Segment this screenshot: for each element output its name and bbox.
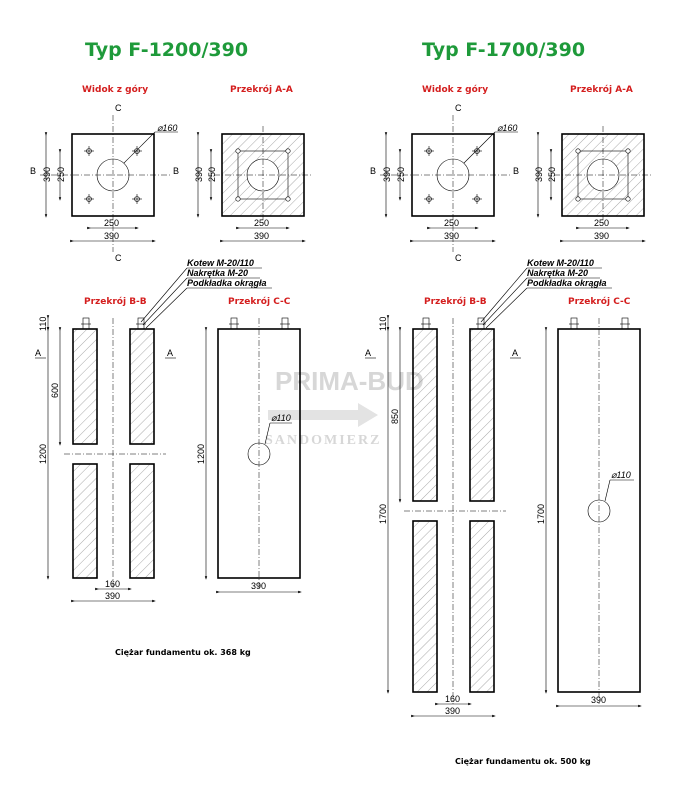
section-cc-f1200: ⌀110 1200 390: [196, 317, 302, 594]
label-b-left-r: B: [370, 166, 376, 176]
dim-390-h-r: 390: [444, 231, 459, 241]
hole-dia-110-r: ⌀110: [611, 470, 631, 480]
label-section-bb-r: Przekrój B-B: [424, 296, 487, 307]
dim-850-v: 850: [390, 409, 400, 424]
dim-160-h: 160: [105, 579, 120, 589]
label-b-right-r: B: [513, 166, 519, 176]
dim-250-h: 250: [104, 218, 119, 228]
section-aa-f1700: 390 250 250 390: [534, 126, 652, 243]
dim-1200-v: 1200: [38, 444, 48, 464]
dim-390-v-aa-r: 390: [534, 167, 544, 182]
label-top-view: Widok z góry: [82, 84, 148, 95]
hole-dia-160: ⌀160: [157, 123, 177, 133]
label-a-right-r: A: [512, 348, 518, 358]
dim-250-h-aa-r: 250: [594, 218, 609, 228]
section-cc-f1700: ⌀110 1700 390: [536, 317, 642, 708]
dim-390-v: 390: [42, 167, 52, 182]
label-a-left-r: A: [365, 348, 371, 358]
label-c-bottom-r: C: [455, 253, 462, 263]
label-a-left: A: [35, 348, 41, 358]
hole-dia-110: ⌀110: [271, 413, 291, 423]
dim-160-h-r: 160: [445, 694, 460, 704]
annotation-anchor: Kotew M-20/110: [187, 258, 254, 268]
annotation-nut-r: Nakrętka M-20: [527, 268, 588, 278]
dim-1700-v-cc: 1700: [536, 504, 546, 524]
label-a-right: A: [167, 348, 173, 358]
section-bb-f1700: A A 110 850 1700 160 390: [365, 315, 521, 718]
dim-250-h-aa: 250: [254, 218, 269, 228]
title-f1200: Typ F-1200/390: [85, 39, 248, 61]
watermark-line1: PRIMA-BUD: [275, 366, 424, 396]
annotation-washer-r: Podkładka okrągła: [527, 278, 607, 288]
label-section-cc: Przekrój C-C: [228, 296, 291, 307]
dim-390-h-cc-r: 390: [591, 695, 606, 705]
dim-250-v-r: 250: [396, 167, 406, 182]
title-f1700: Typ F-1700/390: [422, 39, 585, 61]
type-f1200: Typ F-1200/390 Widok z góry ⌀160 C C B B…: [30, 39, 312, 657]
top-view-f1700: ⌀160 C C B B 390 250 250 390: [370, 103, 519, 263]
anchor-annotation-f1200: Kotew M-20/110 Nakrętka M-20 Podkładka o…: [140, 258, 272, 329]
dim-390-h-aa: 390: [254, 231, 269, 241]
dim-390-h-aa-r: 390: [594, 231, 609, 241]
dim-390-v-r: 390: [382, 167, 392, 182]
dim-250-v-aa: 250: [207, 167, 217, 182]
label-b-left: B: [30, 166, 36, 176]
annotation-nut: Nakrętka M-20: [187, 268, 248, 278]
watermark-line2: SANDOMIERZ: [265, 433, 381, 448]
label-b-right: B: [173, 166, 179, 176]
dim-110-v: 110: [38, 317, 48, 331]
label-c-bottom: C: [115, 253, 122, 263]
dim-390-h-bb: 390: [105, 591, 120, 601]
section-bb-f1200: A A 110 600 1200 160 390: [35, 315, 176, 603]
label-c-top-r: C: [455, 103, 462, 113]
dim-390-v-aa: 390: [194, 167, 204, 182]
dim-110-v-r: 110: [378, 317, 388, 331]
dim-1200-v-cc: 1200: [196, 444, 206, 464]
section-aa-f1200: 390 250 250 390: [194, 126, 312, 243]
dim-250-v-aa-r: 250: [547, 167, 557, 182]
dim-390-h: 390: [104, 231, 119, 241]
weight-f1200: Ciężar fundamentu ok. 368 kg: [115, 648, 251, 657]
dim-250-h-r: 250: [444, 218, 459, 228]
weight-f1700: Ciężar fundamentu ok. 500 kg: [455, 757, 591, 766]
dim-1700-v: 1700: [378, 504, 388, 524]
dim-390-h-cc: 390: [251, 581, 266, 591]
anchor-annotation-f1700: Kotew M-20/110 Nakrętka M-20 Podkładka o…: [480, 258, 612, 329]
label-top-view-r: Widok z góry: [422, 84, 488, 95]
label-section-cc-r: Przekrój C-C: [568, 296, 631, 307]
annotation-washer: Podkładka okrągła: [187, 278, 267, 288]
label-section-bb: Przekrój B-B: [84, 296, 147, 307]
hole-dia-160-r: ⌀160: [497, 123, 517, 133]
dim-250-v: 250: [56, 167, 66, 182]
type-f1700: Typ F-1700/390 Widok z góry ⌀160 C C B B…: [365, 39, 652, 766]
dim-600-v: 600: [50, 383, 60, 398]
label-c-top: C: [115, 103, 122, 113]
label-section-aa-r: Przekrój A-A: [570, 84, 633, 95]
dim-390-h-bb-r: 390: [445, 706, 460, 716]
top-view-f1200: ⌀160 C C B B 390 250 250 390: [30, 103, 179, 263]
annotation-anchor-r: Kotew M-20/110: [527, 258, 594, 268]
label-section-aa: Przekrój A-A: [230, 84, 293, 95]
